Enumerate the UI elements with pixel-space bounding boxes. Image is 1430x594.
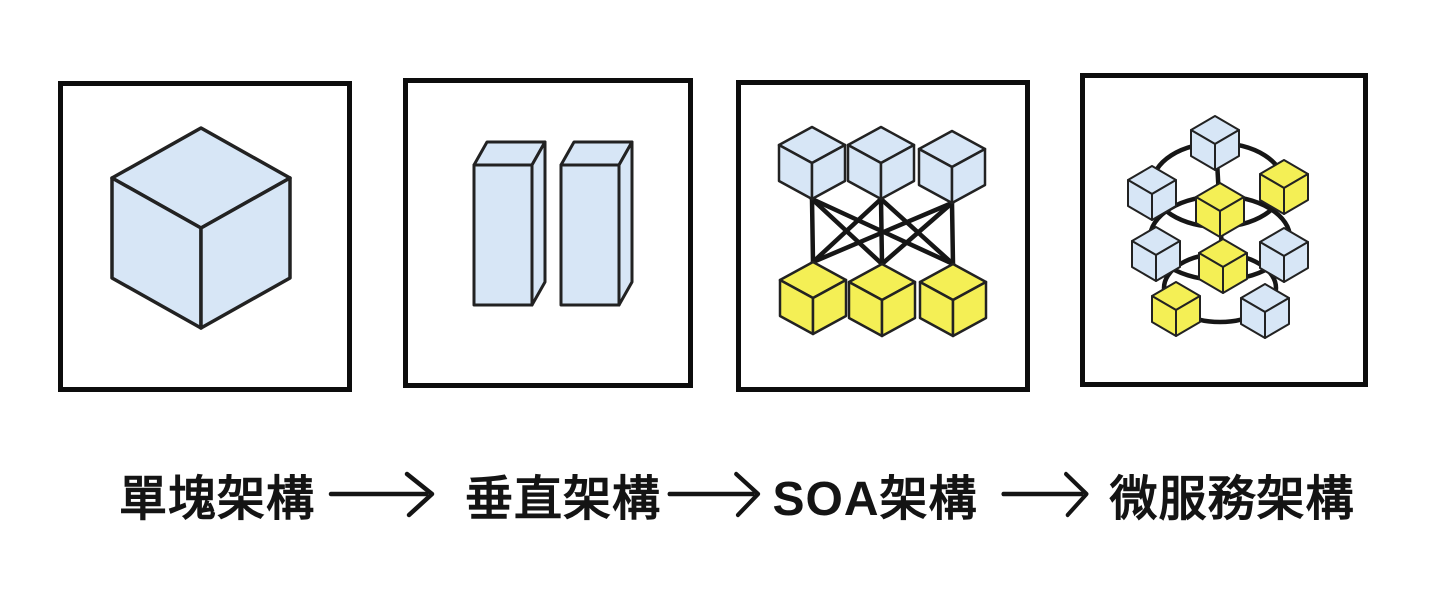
single-cube-icon	[58, 81, 352, 392]
mesh-network-cubes-icon	[1080, 73, 1368, 387]
label-microservices: 微服務架構	[1109, 473, 1355, 526]
blue-pillar-left	[472, 140, 547, 307]
panel-border	[403, 78, 693, 388]
panel-vertical	[403, 78, 693, 388]
panel-border	[736, 80, 1030, 392]
panel-microservices	[1080, 73, 1368, 387]
label-vertical: 垂直架構	[464, 473, 662, 526]
blue-pillar-right	[559, 140, 634, 307]
label-soa: SOA架構	[772, 473, 978, 526]
label-monolithic: 單塊架構	[118, 473, 316, 526]
arrow-right-icon	[328, 471, 435, 518]
blue-cube	[110, 126, 292, 330]
bipartite-connected-cubes-icon	[736, 80, 1030, 392]
panel-border	[1080, 73, 1368, 387]
panel-border	[58, 81, 352, 392]
arrow-right-icon	[667, 471, 761, 518]
two-pillars-icon	[403, 78, 693, 388]
service-connection-lines	[809, 196, 956, 267]
panel-soa	[736, 80, 1030, 392]
panel-monolithic	[58, 81, 352, 392]
arrow-right-icon	[1001, 471, 1089, 518]
